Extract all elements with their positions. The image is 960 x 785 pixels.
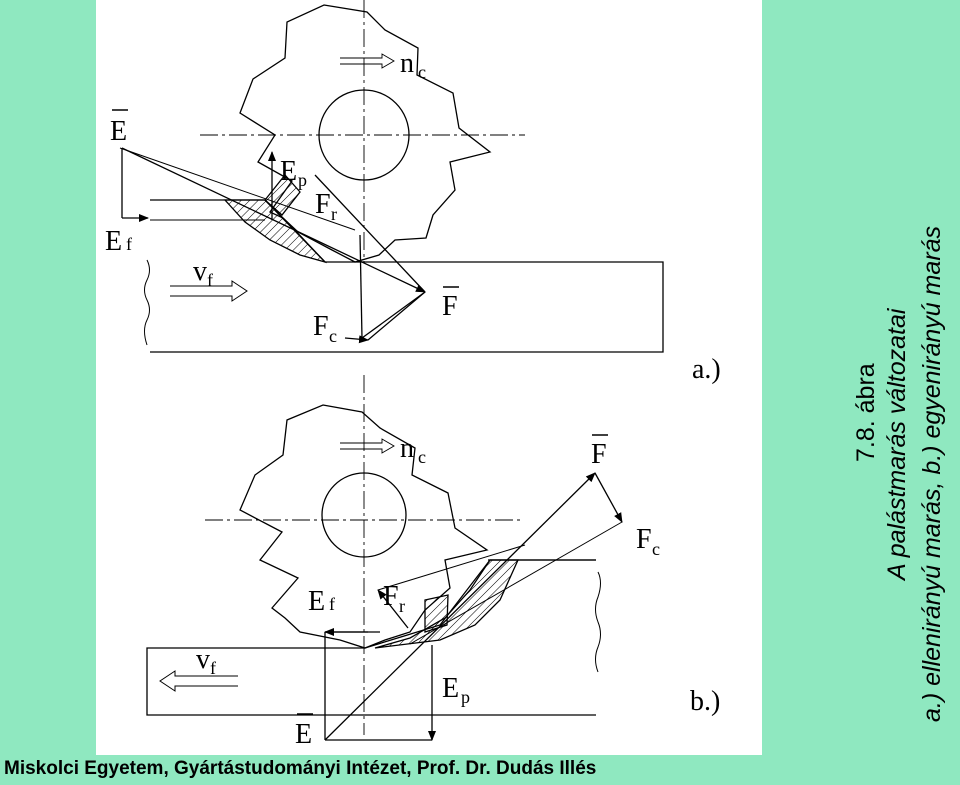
svg-text:p: p bbox=[461, 687, 470, 707]
label-Ef-a: E bbox=[105, 226, 122, 257]
footer-credit: Miskolci Egyetem, Gyártástudományi Intéz… bbox=[4, 758, 597, 779]
feed-arrow-a bbox=[170, 280, 248, 302]
label-Fr-b: F bbox=[383, 581, 399, 612]
label-a: a.) bbox=[692, 354, 721, 385]
rotation-arrow-a bbox=[340, 53, 395, 69]
label-E-bar-b: E bbox=[295, 719, 312, 750]
label-Fc-a: F bbox=[313, 311, 329, 342]
svg-text:r: r bbox=[331, 204, 337, 224]
diagram-b bbox=[146, 375, 623, 741]
workpiece-b bbox=[146, 559, 596, 716]
chip-b bbox=[374, 559, 520, 649]
vector-F-b bbox=[324, 472, 596, 741]
workpiece-a bbox=[150, 199, 664, 353]
label-Fr-a: F bbox=[315, 189, 331, 220]
label-F-bar-a: F bbox=[442, 291, 458, 322]
labels-b: n c F F c E f F r v f E p E b.) bbox=[196, 433, 720, 750]
vector-Fc-a bbox=[344, 335, 369, 344]
feed-arrow-b bbox=[159, 670, 238, 692]
cutter-a bbox=[239, 4, 492, 263]
svg-text:f: f bbox=[210, 658, 216, 678]
label-F-bar-b: F bbox=[591, 439, 607, 470]
vector-Fr-b bbox=[377, 589, 409, 629]
svg-text:f: f bbox=[207, 270, 213, 290]
diagram-a bbox=[119, 0, 664, 353]
label-vf-b: v bbox=[196, 644, 210, 675]
label-nc-a: n bbox=[400, 48, 414, 79]
vector-Fc-b bbox=[594, 472, 623, 523]
label-Ep-b: E bbox=[442, 673, 459, 704]
rotation-arrow-b bbox=[340, 438, 395, 454]
label-Ef-b: E bbox=[308, 586, 325, 617]
label-Fc-b: F bbox=[636, 524, 652, 555]
svg-text:c: c bbox=[418, 447, 426, 467]
svg-text:f: f bbox=[126, 234, 132, 254]
svg-text:p: p bbox=[298, 170, 307, 190]
cutter-b bbox=[239, 404, 489, 649]
labels-a: E E p E f F r v f F c F n c a.) bbox=[105, 48, 721, 385]
label-nc-b: n bbox=[400, 433, 414, 464]
label-E-bar-a: E bbox=[110, 116, 127, 147]
svg-text:c: c bbox=[329, 326, 337, 346]
svg-text:c: c bbox=[418, 62, 426, 82]
vector-F-a bbox=[121, 147, 426, 293]
svg-text:f: f bbox=[329, 594, 335, 614]
svg-text:c: c bbox=[652, 539, 660, 559]
svg-text:r: r bbox=[399, 596, 405, 616]
label-b: b.) bbox=[690, 686, 720, 717]
label-vf-a: v bbox=[193, 256, 207, 287]
label-Ep-a: E bbox=[280, 156, 297, 187]
